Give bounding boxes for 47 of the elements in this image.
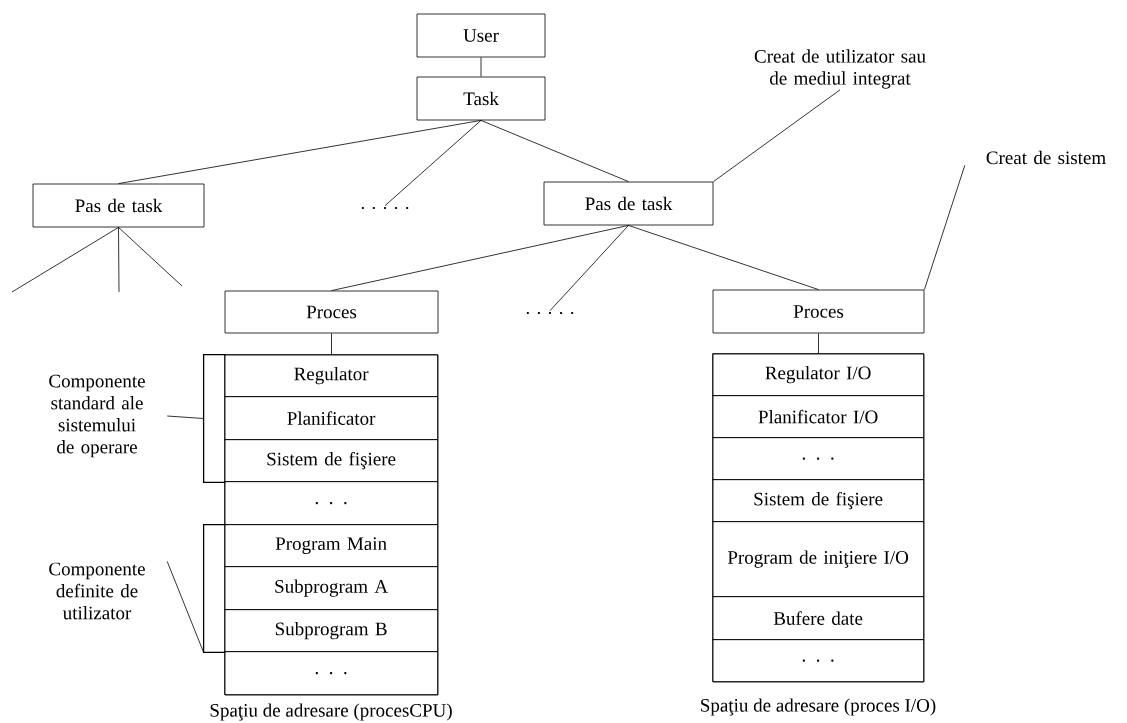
annotation-text: Componente definite de utilizator [49, 562, 145, 620]
connector-line [480, 57, 482, 77]
leader-line [713, 89, 841, 182]
bracket [202, 523, 227, 654]
ellipsis: . . . . . [361, 206, 409, 210]
connector-line [818, 333, 819, 354]
cell: Program Main [224, 524, 438, 567]
cell: . . . [712, 437, 924, 480]
cell: Sistem de fişiere [712, 479, 924, 522]
connector-line [480, 120, 629, 182]
process-box: Task [416, 76, 546, 121]
connector-line [384, 120, 482, 207]
connector-line [331, 225, 629, 291]
process-box: Pas de task [543, 181, 714, 226]
process-box: Pas de task [32, 183, 205, 228]
annotation-text: Componente standard ale sistemului de operare [49, 374, 145, 458]
connector-line [11, 227, 119, 293]
bracket [202, 353, 227, 484]
process-box: Proces [712, 289, 925, 334]
connector-line [118, 227, 120, 293]
leader-line [166, 561, 204, 653]
process-box: Proces [224, 290, 439, 334]
connector-line [549, 225, 629, 312]
annotation-text: Creat de sistem [986, 150, 1106, 165]
cell: . . . [224, 481, 438, 525]
cell: Regulator [224, 354, 438, 397]
cell: Subprogram A [224, 566, 438, 610]
cell: . . . [712, 639, 924, 682]
node-label: Spaţiu de adresare (proces I/O) [701, 698, 936, 716]
cell: Planificator I/O [712, 395, 924, 438]
cell: Regulator I/O [712, 353, 924, 396]
ellipsis: . . . . . [526, 311, 574, 315]
connector-line [331, 333, 332, 355]
leader-line [924, 165, 966, 290]
cell: . . . [224, 651, 438, 695]
leader-line [166, 415, 204, 419]
cell: Planificator [224, 396, 438, 440]
process-box: User [416, 13, 546, 58]
connector-line [118, 227, 183, 287]
connector-line [118, 120, 482, 184]
cell: Bufere date [712, 596, 924, 640]
cell: Subprogram B [224, 609, 438, 652]
cell: Program de iniţiere I/O [712, 521, 924, 597]
annotation-text: Creat de utilizator sau de mediul integrat [754, 49, 926, 89]
connector-line [628, 225, 819, 290]
cell: Sistem de fişiere [224, 439, 438, 482]
node-label: Spaţiu de adresare (procesCPU) [210, 703, 452, 721]
